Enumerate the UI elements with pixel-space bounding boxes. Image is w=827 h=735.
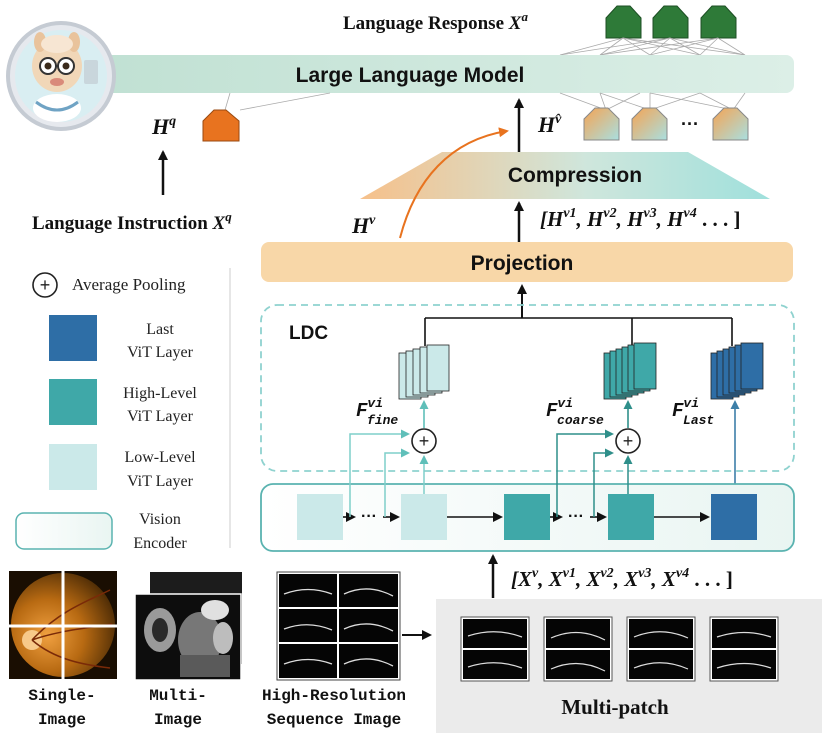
- legend-low-swatch: [49, 444, 97, 490]
- vit-layer-low-2: [401, 494, 447, 540]
- encoder-dots-2: ···: [568, 508, 584, 525]
- response-tokens: [605, 5, 737, 39]
- vit-layer-last: [711, 494, 757, 540]
- legend-encoder-swatch: [15, 512, 113, 550]
- multi-image-caption-2: Image: [154, 711, 202, 729]
- svg-text:+: +: [40, 275, 51, 295]
- compressed-token: [583, 107, 620, 141]
- ldc-box: [260, 304, 795, 472]
- single-image-caption-2: Image: [38, 711, 86, 729]
- compression-label: Compression: [508, 164, 642, 187]
- encoder-dots-1: ···: [361, 508, 377, 525]
- svg-text:ViT Layer: ViT Layer: [127, 473, 194, 490]
- vit-layer-low-1: [297, 494, 343, 540]
- legend-high-label: High-Level: [123, 385, 197, 402]
- single-image-caption: Single-: [28, 687, 95, 705]
- multipatch-label: Multi-patch: [561, 695, 669, 719]
- vit-layer-high-1: [504, 494, 550, 540]
- legend-pooling-label: Average Pooling: [72, 275, 186, 294]
- hv-bypass-arrow: [399, 127, 509, 239]
- svg-text:+: +: [419, 431, 430, 451]
- pooling-op-coarse: +: [615, 428, 641, 454]
- vit-layer-high-2: [608, 494, 654, 540]
- response-label: Language Response Xa: [343, 9, 528, 34]
- fine-feature-connectors: [349, 429, 429, 517]
- svg-text:ViT Layer: ViT Layer: [127, 408, 194, 425]
- response-token: [652, 5, 689, 39]
- projection-block: [261, 242, 793, 282]
- llm-token-connections: [224, 92, 746, 111]
- compression-block: [360, 152, 770, 199]
- token-ellipsis: ···: [681, 114, 699, 134]
- svg-text:+: +: [623, 431, 634, 451]
- average-pooling-icon: [32, 272, 58, 298]
- response-token: [605, 5, 642, 39]
- feature-stack-last: [710, 342, 764, 400]
- instruction-label: Language Instruction Xq: [32, 209, 232, 234]
- legend-high-swatch: [49, 379, 97, 425]
- highres-caption-2: Sequence Image: [267, 711, 401, 729]
- svg-text:Encoder: Encoder: [133, 535, 187, 552]
- llm-label: Large Language Model: [296, 64, 525, 87]
- svg-text:ViT Layer: ViT Layer: [127, 344, 194, 361]
- multipatch-patches: [460, 616, 779, 682]
- hidden-sequence-label: [Hv1, Hv2, Hv3, Hv4 . . . ]: [540, 206, 740, 231]
- feature-stack-fine: [398, 344, 450, 400]
- compressed-tokens: [583, 107, 749, 141]
- pooling-op-fine: +: [411, 428, 437, 454]
- highres-caption: High-Resolution: [262, 687, 406, 705]
- legend-low-label: Low-Level: [124, 449, 196, 466]
- projection-label: Projection: [471, 252, 574, 275]
- compressed-token: [712, 107, 749, 141]
- feature-stack-coarse: [603, 342, 657, 400]
- multi-image-caption: Multi-: [149, 687, 207, 705]
- ldc-label: LDC: [289, 323, 328, 344]
- legend-last-swatch: [49, 315, 97, 361]
- single-image-fundus: [9, 571, 117, 679]
- legend-last-label: Last: [146, 321, 174, 338]
- hq-label: Hq: [151, 114, 176, 139]
- response-token: [700, 5, 737, 39]
- legend-encoder-label: Vision: [139, 511, 181, 528]
- response-connections: [559, 37, 746, 56]
- coarse-feature-connectors: [556, 429, 633, 517]
- hv-label: Hv: [351, 213, 376, 238]
- llm-band: [70, 55, 794, 93]
- alpaca-doctor-mascot-logo: [6, 21, 116, 131]
- ldc-connectors: [424, 317, 733, 346]
- high-resolution-image: [276, 571, 401, 681]
- multi-image-ct: [134, 572, 242, 681]
- hvhat-label: Hv̂: [537, 112, 562, 137]
- compressed-token: [631, 107, 668, 141]
- input-sequence-label: [Xv, Xv1, Xv2, Xv3, Xv4 . . . ]: [511, 566, 733, 591]
- hq-token: [202, 109, 240, 142]
- legend: + Average Pooling Last ViT Layer High-Le…: [15, 272, 197, 552]
